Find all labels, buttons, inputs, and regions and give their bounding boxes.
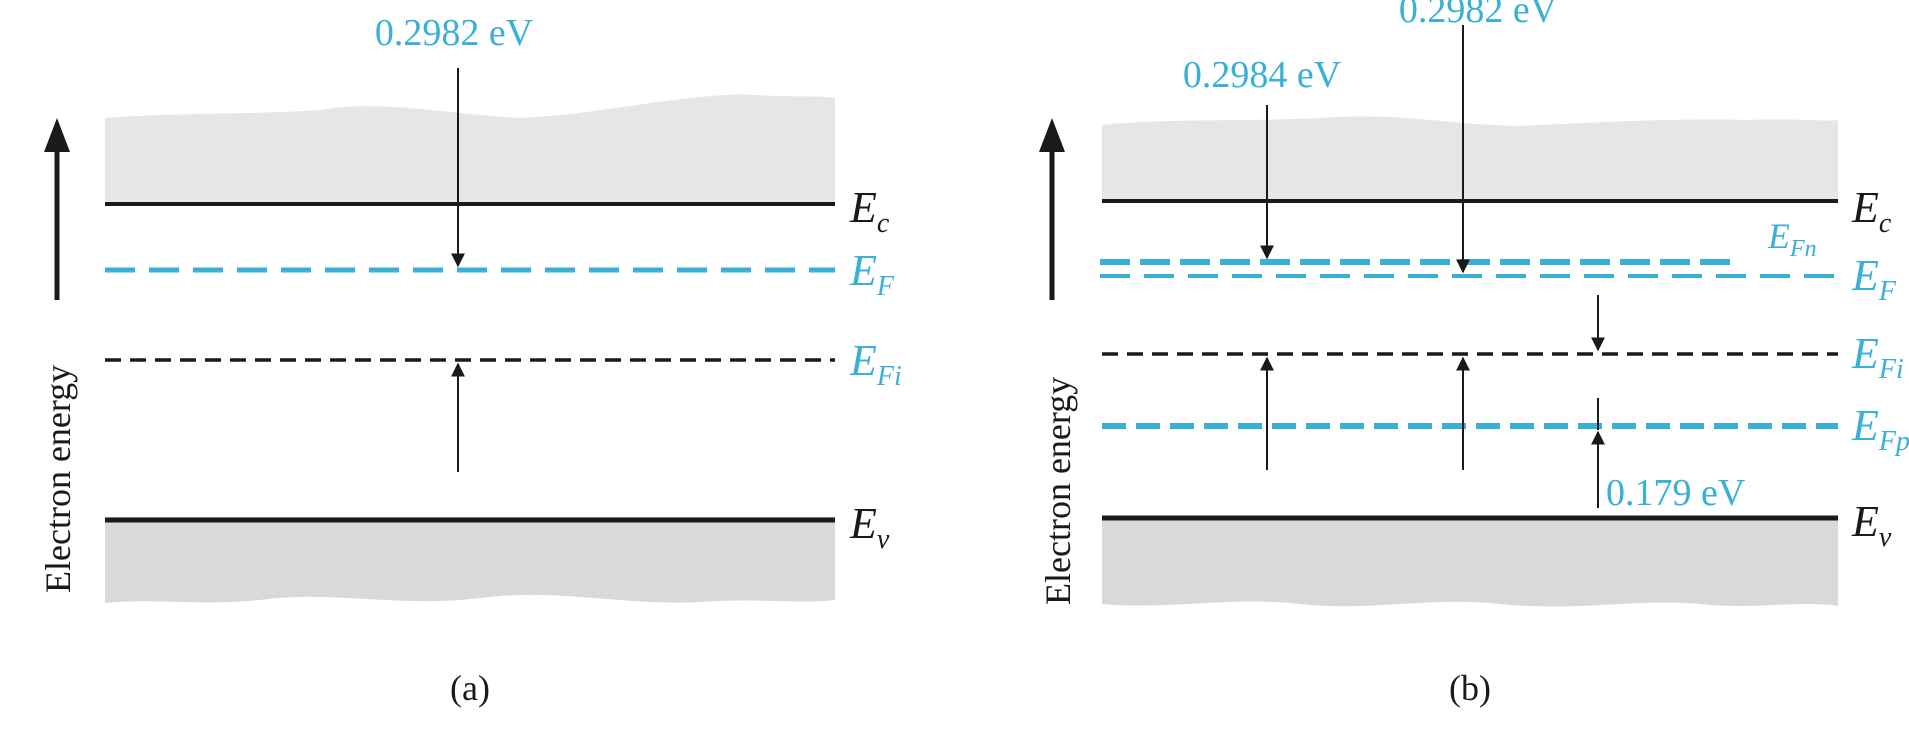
efn-label-b: EFn: [1767, 216, 1817, 262]
conduction-band-b: [1102, 116, 1838, 200]
ev-label-a: Ev: [849, 499, 890, 555]
efp-gap-annotation-b: 0.179 eV: [1606, 472, 1746, 514]
panel-a: Electron energy Ec EF EFi Ev 0.2982 eV (…: [38, 12, 902, 708]
energy-axis-arrowhead-a: [44, 118, 70, 152]
ef-gap-annotation-b: 0.2982 eV: [1399, 0, 1558, 31]
ef-label-b: EF: [1851, 251, 1897, 307]
efn-gap-annotation-b: 0.2984 eV: [1183, 54, 1342, 96]
efi-label-a: EFi: [849, 336, 902, 392]
panel-caption-b: (b): [1449, 668, 1491, 708]
ec-label-a: Ec: [849, 183, 890, 239]
panel-b: Electron energy Ec EFn EF EFi EFp Ev 0.2…: [1038, 0, 1909, 708]
ef-label-a: EF: [849, 246, 895, 302]
efi-label-b: EFi: [1851, 329, 1904, 385]
ef-gap-annotation-a: 0.2982 eV: [375, 12, 534, 54]
conduction-band-a: [105, 94, 835, 203]
ec-label-b: Ec: [1851, 183, 1892, 239]
ev-label-b: Ev: [1851, 497, 1892, 553]
axis-label-b: Electron energy: [1038, 377, 1078, 605]
valence-band-a: [105, 517, 835, 603]
axis-label-a: Electron energy: [38, 365, 78, 593]
panel-caption-a: (a): [450, 668, 490, 708]
efp-label-b: EFp: [1851, 401, 1909, 457]
energy-axis-arrowhead-b: [1039, 118, 1065, 152]
valence-band-b: [1102, 518, 1838, 607]
